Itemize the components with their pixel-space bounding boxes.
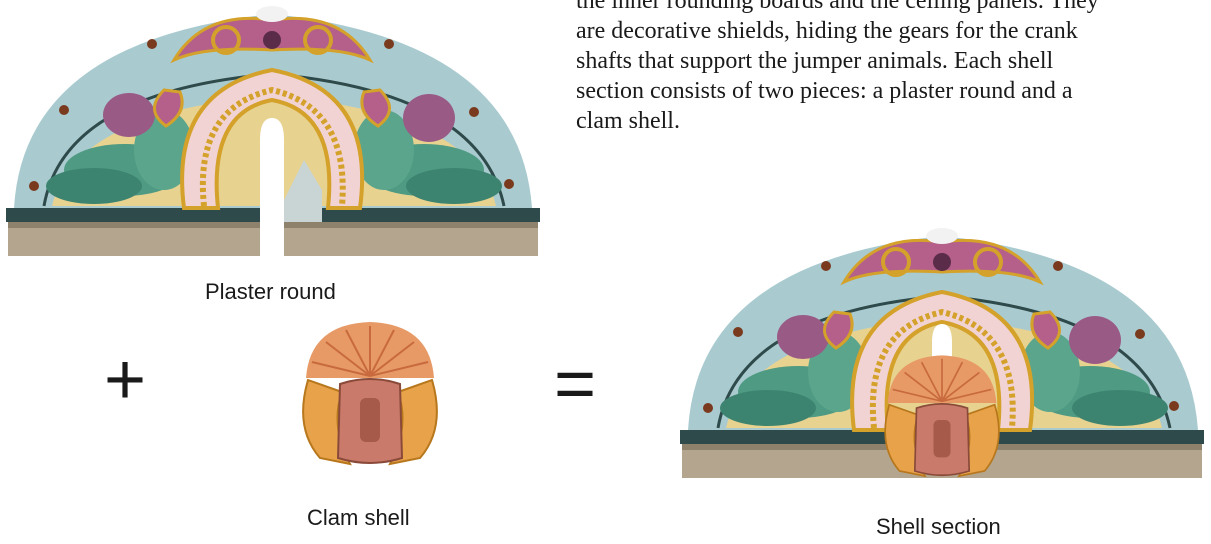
clam-shell-overlay xyxy=(885,355,999,476)
description-line: clam shell. xyxy=(576,106,1211,136)
clam-shell-image xyxy=(290,318,450,468)
equals-sign: = xyxy=(554,348,596,420)
keyhole-opening xyxy=(260,118,284,256)
description-paragraph: the inner rounding boards and the ceilin… xyxy=(576,0,1211,136)
description-line: the inner rounding boards and the ceilin… xyxy=(576,0,1211,16)
caption-plaster-round: Plaster round xyxy=(205,279,336,305)
plus-sign: + xyxy=(104,344,146,416)
caption-shell-section: Shell section xyxy=(876,514,1001,540)
description-line: shafts that support the jumper animals. … xyxy=(576,46,1211,76)
description-line: are decorative shields, hiding the gears… xyxy=(576,16,1211,46)
shell-nose xyxy=(360,398,380,442)
shell-section-image xyxy=(678,222,1211,478)
plaster-round-image xyxy=(4,0,542,256)
caption-clam-shell: Clam shell xyxy=(307,505,410,531)
description-line: section consists of two pieces: a plaste… xyxy=(576,76,1211,106)
